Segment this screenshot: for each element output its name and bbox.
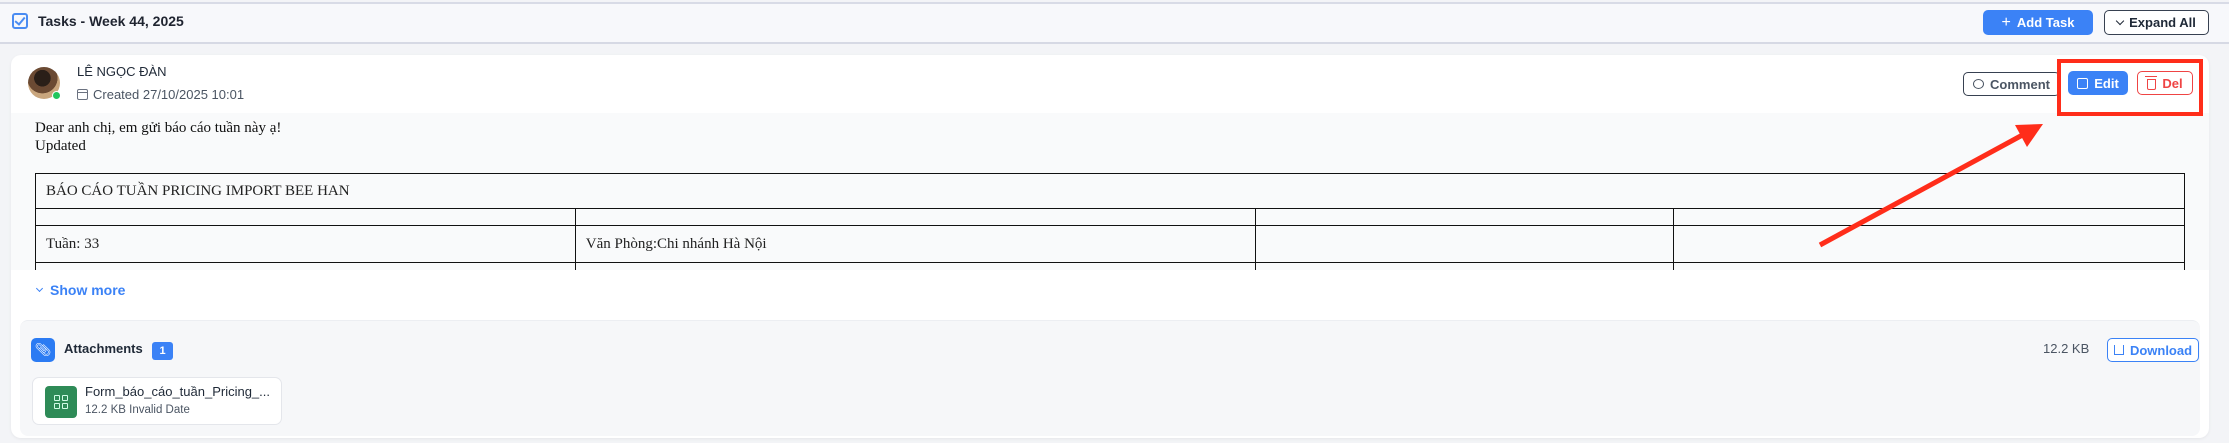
table-cell: [574, 208, 1257, 226]
file-meta: 12.2 KB Invalid Date: [85, 404, 190, 416]
task-content: Dear anh chị, em gửi báo cáo tuần này ạ!…: [11, 113, 2209, 270]
file-name: Form_báo_cáo_tuần_Pricing_...: [85, 384, 271, 399]
add-task-label: Add Task: [2016, 15, 2075, 30]
table-cell: [1673, 225, 2185, 263]
checkbox-icon: [12, 13, 28, 29]
file-date: Invalid Date: [129, 404, 190, 416]
chevron-down-icon: [2115, 16, 2125, 25]
edit-icon: [2077, 77, 2089, 89]
comment-icon: [1973, 79, 1985, 89]
table-cell-office: Văn Phòng:Chi nhánh Hà Nội: [574, 225, 1257, 263]
table-row: BÁO CÁO TUẦN PRICING IMPORT BEE HAN: [35, 173, 2185, 209]
tasks-header: Tasks - Week 44, 2025 + Add Task Expand …: [0, 4, 2229, 44]
trash-icon: [2145, 75, 2158, 90]
edit-label: Edit: [2094, 75, 2119, 91]
show-more-link[interactable]: Show more: [35, 282, 126, 298]
author-name: LÊ NGỌC ĐÀN: [77, 64, 167, 79]
report-table: BÁO CÁO TUẦN PRICING IMPORT BEE HAN Tuần…: [35, 173, 2185, 270]
table-cell: [1673, 208, 2185, 226]
table-cell: [1255, 208, 1675, 226]
table-cell: [1255, 262, 1675, 270]
show-more-label: Show more: [50, 282, 126, 298]
edit-button[interactable]: Edit: [2068, 71, 2128, 95]
table-row: [35, 208, 2185, 226]
file-size: 12.2 KB: [85, 404, 126, 416]
download-icon: [2113, 345, 2124, 355]
comment-label: Comment: [1990, 76, 2050, 92]
message-line: Updated: [35, 138, 86, 154]
delete-button[interactable]: Del: [2137, 71, 2193, 95]
attachments-section: 📎︎ Attachments 1 12.2 KB Download Form_b…: [20, 320, 2200, 436]
table-cell: [1673, 262, 2185, 270]
table-cell: [35, 262, 576, 270]
attachment-file-card[interactable]: Form_báo_cáo_tuần_Pricing_... 12.2 KB In…: [32, 377, 282, 425]
attachments-label: Attachments: [64, 341, 143, 356]
task-message: Dear anh chị, em gửi báo cáo tuần này ạ!…: [35, 119, 281, 155]
attachments-count-badge: 1: [152, 342, 173, 360]
delete-label: Del: [2162, 75, 2183, 91]
table-cell-week: Tuần: 33: [35, 225, 576, 263]
table-cell: [574, 262, 1257, 270]
task-card: LÊ NGỌC ĐÀN Created 27/10/2025 10:01 Com…: [11, 55, 2209, 438]
calendar-icon: [77, 89, 88, 100]
table-cell: [35, 208, 576, 226]
report-title-cell: BÁO CÁO TUẦN PRICING IMPORT BEE HAN: [35, 173, 2185, 209]
attachments-total-size: 12.2 KB: [2043, 341, 2090, 356]
plus-icon: +: [2001, 13, 2011, 31]
spreadsheet-icon: [45, 386, 77, 418]
table-row: [35, 262, 2185, 270]
expand-all-button[interactable]: Expand All: [2104, 10, 2209, 35]
expand-all-label: Expand All: [2129, 15, 2196, 30]
table-row: Tuần: 33 Văn Phòng:Chi nhánh Hà Nội: [35, 225, 2185, 263]
created-timestamp: Created 27/10/2025 10:01: [77, 87, 244, 102]
add-task-button[interactable]: + Add Task: [1983, 10, 2093, 35]
message-line: Dear anh chị, em gửi báo cáo tuần này ạ!: [35, 120, 282, 136]
top-divider: [0, 2, 2229, 4]
created-text: Created 27/10/2025 10:01: [93, 87, 245, 102]
comment-button[interactable]: Comment: [1963, 72, 2060, 96]
paperclip-icon: 📎︎: [31, 338, 55, 362]
page-title: Tasks - Week 44, 2025: [12, 13, 184, 29]
chevron-down-icon: [35, 284, 44, 292]
table-cell: [1255, 225, 1675, 263]
download-label: Download: [2129, 342, 2193, 358]
page-title-text: Tasks - Week 44, 2025: [38, 13, 184, 29]
download-button[interactable]: Download: [2107, 338, 2199, 362]
online-status-dot: [52, 91, 61, 100]
